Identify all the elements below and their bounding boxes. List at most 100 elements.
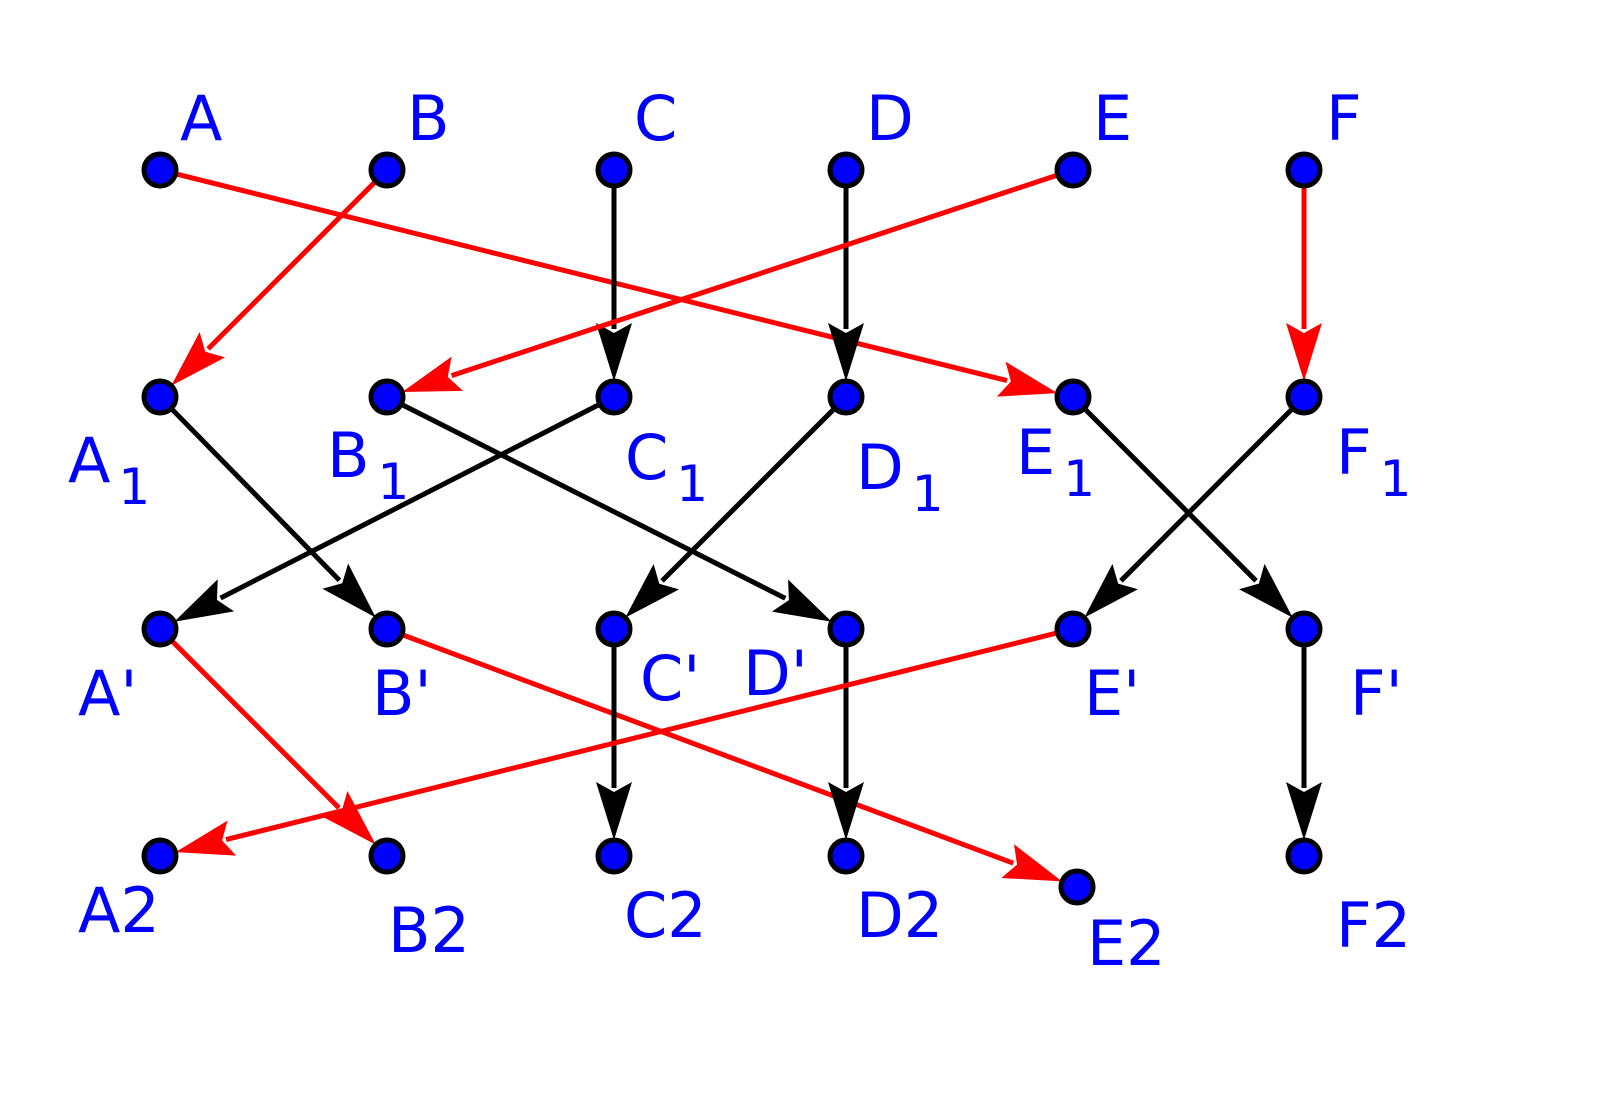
arrowhead-Bp-E2	[1001, 844, 1063, 882]
node-B	[368, 151, 406, 189]
arrowhead-Dp-D2	[828, 782, 864, 840]
arrowhead-B1-Dp	[771, 579, 832, 622]
node-label-main: C	[634, 82, 677, 155]
arrowhead-C1-Ap	[174, 579, 235, 622]
node-label-main: E2	[1087, 907, 1166, 980]
node-label-main: F	[1336, 416, 1372, 489]
arrowhead-Fp-F2	[1286, 782, 1322, 840]
node-label-C: C	[634, 82, 677, 155]
node-label-main: B	[327, 419, 370, 492]
node-label-B2: B2	[388, 894, 470, 967]
node-D	[827, 151, 865, 189]
node-D2	[827, 837, 865, 875]
arrowhead-D1-Cp	[625, 563, 680, 618]
node-D1	[827, 378, 865, 416]
node-label-main: D'	[743, 637, 808, 710]
arrowhead-A1-Bp	[322, 563, 376, 618]
edge-Bp-E2	[401, 632, 1015, 866]
node-C2	[595, 837, 633, 875]
arrowhead-D-D1	[828, 323, 864, 381]
node-label-main: F'	[1350, 657, 1403, 730]
arrowhead-Ep-A2	[175, 820, 237, 856]
arrowhead-Cp-C2	[596, 782, 632, 840]
node-Cp	[595, 610, 633, 648]
node-label-Dp: D'	[743, 637, 808, 710]
node-label-main: E'	[1084, 657, 1140, 730]
node-label-subscript: 1	[676, 455, 708, 513]
node-E2	[1058, 868, 1096, 906]
node-label-main: A'	[78, 657, 137, 730]
edge-E-B1	[450, 172, 1059, 379]
node-label-main: D	[856, 431, 904, 504]
node-label-subscript: 1	[912, 465, 944, 523]
node-label-A2: A2	[78, 874, 160, 947]
node-label-subscript: 1	[378, 453, 410, 511]
edge-B-A1	[206, 179, 378, 351]
node-A	[141, 151, 179, 189]
node-label-main: C	[625, 421, 668, 494]
arrowhead-E1-Fp	[1239, 563, 1293, 618]
node-label-main: F	[1326, 82, 1362, 155]
node-label-subscript: 1	[1063, 450, 1095, 508]
arrowhead-E-B1	[402, 356, 463, 392]
node-label-main: C'	[640, 642, 700, 715]
node-C	[595, 151, 633, 189]
node-label-main: A	[180, 82, 222, 155]
node-Ap	[141, 610, 179, 648]
node-Dp	[827, 610, 865, 648]
node-C1	[595, 378, 633, 416]
node-label-Bp: B'	[372, 657, 432, 730]
node-A2	[141, 837, 179, 875]
node-label-main: E	[1016, 416, 1055, 489]
arrowhead-F-F1	[1286, 323, 1322, 381]
node-label-Cp: C'	[640, 642, 700, 715]
node-F2	[1285, 837, 1323, 875]
node-A1	[141, 378, 179, 416]
node-label-main: F2	[1336, 889, 1411, 962]
node-label-main: D2	[856, 879, 943, 952]
node-label-main: B'	[372, 657, 432, 730]
node-label-Fp: F'	[1350, 657, 1403, 730]
edge-F1-Ep	[1119, 406, 1295, 583]
node-label-D2: D2	[856, 879, 943, 952]
node-Bp	[368, 610, 406, 648]
node-F	[1285, 151, 1323, 189]
node-label-Ep: E'	[1084, 657, 1140, 730]
node-label-E: E	[1093, 82, 1132, 155]
arrowhead-A-E1	[996, 361, 1058, 397]
node-label-F: F	[1326, 82, 1362, 155]
node-label-subscript: 1	[118, 458, 150, 516]
node-label-subscript: 1	[1380, 450, 1412, 508]
edge-B1-Dp	[400, 401, 787, 601]
node-label-E2: E2	[1087, 907, 1166, 980]
edge-Ap-B2	[169, 638, 341, 810]
node-label-D: D	[866, 82, 914, 155]
node-label-B: B	[407, 82, 450, 155]
node-label-main: A	[68, 424, 110, 497]
node-B2	[368, 837, 406, 875]
node-label-main: E	[1093, 82, 1132, 155]
node-label-F2: F2	[1336, 889, 1411, 962]
nodes-layer	[141, 151, 1323, 906]
node-E	[1054, 151, 1092, 189]
node-label-A: A	[180, 82, 222, 155]
edge-A-E1	[174, 171, 1008, 384]
node-Ep	[1054, 610, 1092, 648]
node-Fp	[1285, 610, 1323, 648]
arrowhead-B-A1	[171, 331, 226, 386]
node-B1	[368, 378, 406, 416]
node-label-main: B2	[388, 894, 470, 967]
edge-A1-Bp	[169, 406, 342, 583]
arrowhead-C-C1	[596, 323, 632, 381]
edge-C1-Ap	[219, 402, 601, 601]
arrowhead-Ap-B2	[321, 790, 376, 845]
node-label-main: C2	[624, 879, 707, 952]
node-label-main: A2	[78, 874, 160, 947]
node-label-main: B	[407, 82, 450, 155]
